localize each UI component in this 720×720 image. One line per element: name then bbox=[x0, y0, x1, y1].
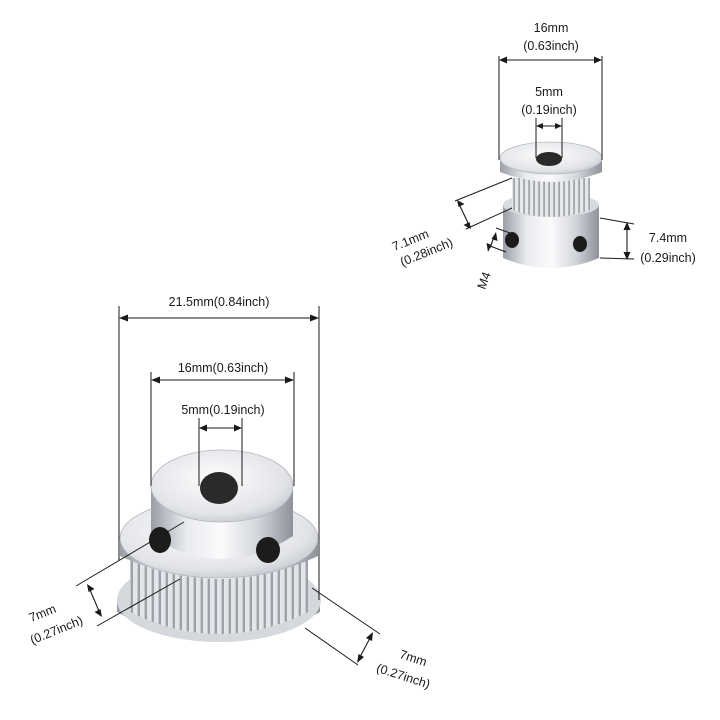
large-dim-7mm-right: 7mm (0.27inch) bbox=[304, 587, 432, 691]
small-m4-label: M4 bbox=[475, 270, 494, 291]
small-dim-16mm: 16mm (0.63inch) bbox=[498, 21, 603, 160]
small-dim-7-4mm: 7.4mm (0.29inch) bbox=[599, 217, 696, 265]
small-dim-7-1mm: 7.1mm (0.28inch) bbox=[390, 177, 513, 269]
large-teeth bbox=[130, 560, 308, 634]
small-teeth bbox=[512, 178, 590, 217]
small-7-4mm-inch-label: (0.29inch) bbox=[640, 251, 696, 265]
large-dim-21-5mm: 21.5mm(0.84inch) bbox=[118, 295, 320, 600]
large-21-5mm-label: 21.5mm(0.84inch) bbox=[169, 295, 270, 309]
large-set-screw-left bbox=[149, 527, 171, 553]
small-5mm-inch-label: (0.19inch) bbox=[521, 103, 577, 117]
large-5mm-label: 5mm(0.19inch) bbox=[181, 403, 264, 417]
small-16mm-label: 16mm bbox=[534, 21, 569, 35]
small-5mm-label: 5mm bbox=[535, 85, 563, 99]
small-set-screw-left bbox=[505, 232, 519, 248]
large-dim-5mm: 5mm(0.19inch) bbox=[181, 403, 265, 486]
large-bore bbox=[200, 472, 238, 504]
large-dim-16mm: 16mm(0.63inch) bbox=[150, 361, 295, 486]
large-set-screw-right bbox=[256, 537, 280, 563]
large-7mm-right-label: 7mm bbox=[398, 647, 429, 669]
large-pulley bbox=[117, 449, 321, 642]
small-16mm-inch-label: (0.63inch) bbox=[523, 39, 579, 53]
large-16mm-label: 16mm(0.63inch) bbox=[178, 361, 268, 375]
small-7-4mm-label: 7.4mm bbox=[649, 231, 687, 245]
small-dim-5mm: 5mm (0.19inch) bbox=[521, 85, 577, 158]
large-7mm-left-label: 7mm bbox=[27, 602, 58, 625]
small-dim-m4: M4 bbox=[475, 227, 511, 291]
small-hub-body bbox=[503, 205, 599, 268]
small-pulley bbox=[499, 141, 603, 268]
small-set-screw-right bbox=[573, 236, 587, 252]
small-bore bbox=[536, 152, 562, 166]
